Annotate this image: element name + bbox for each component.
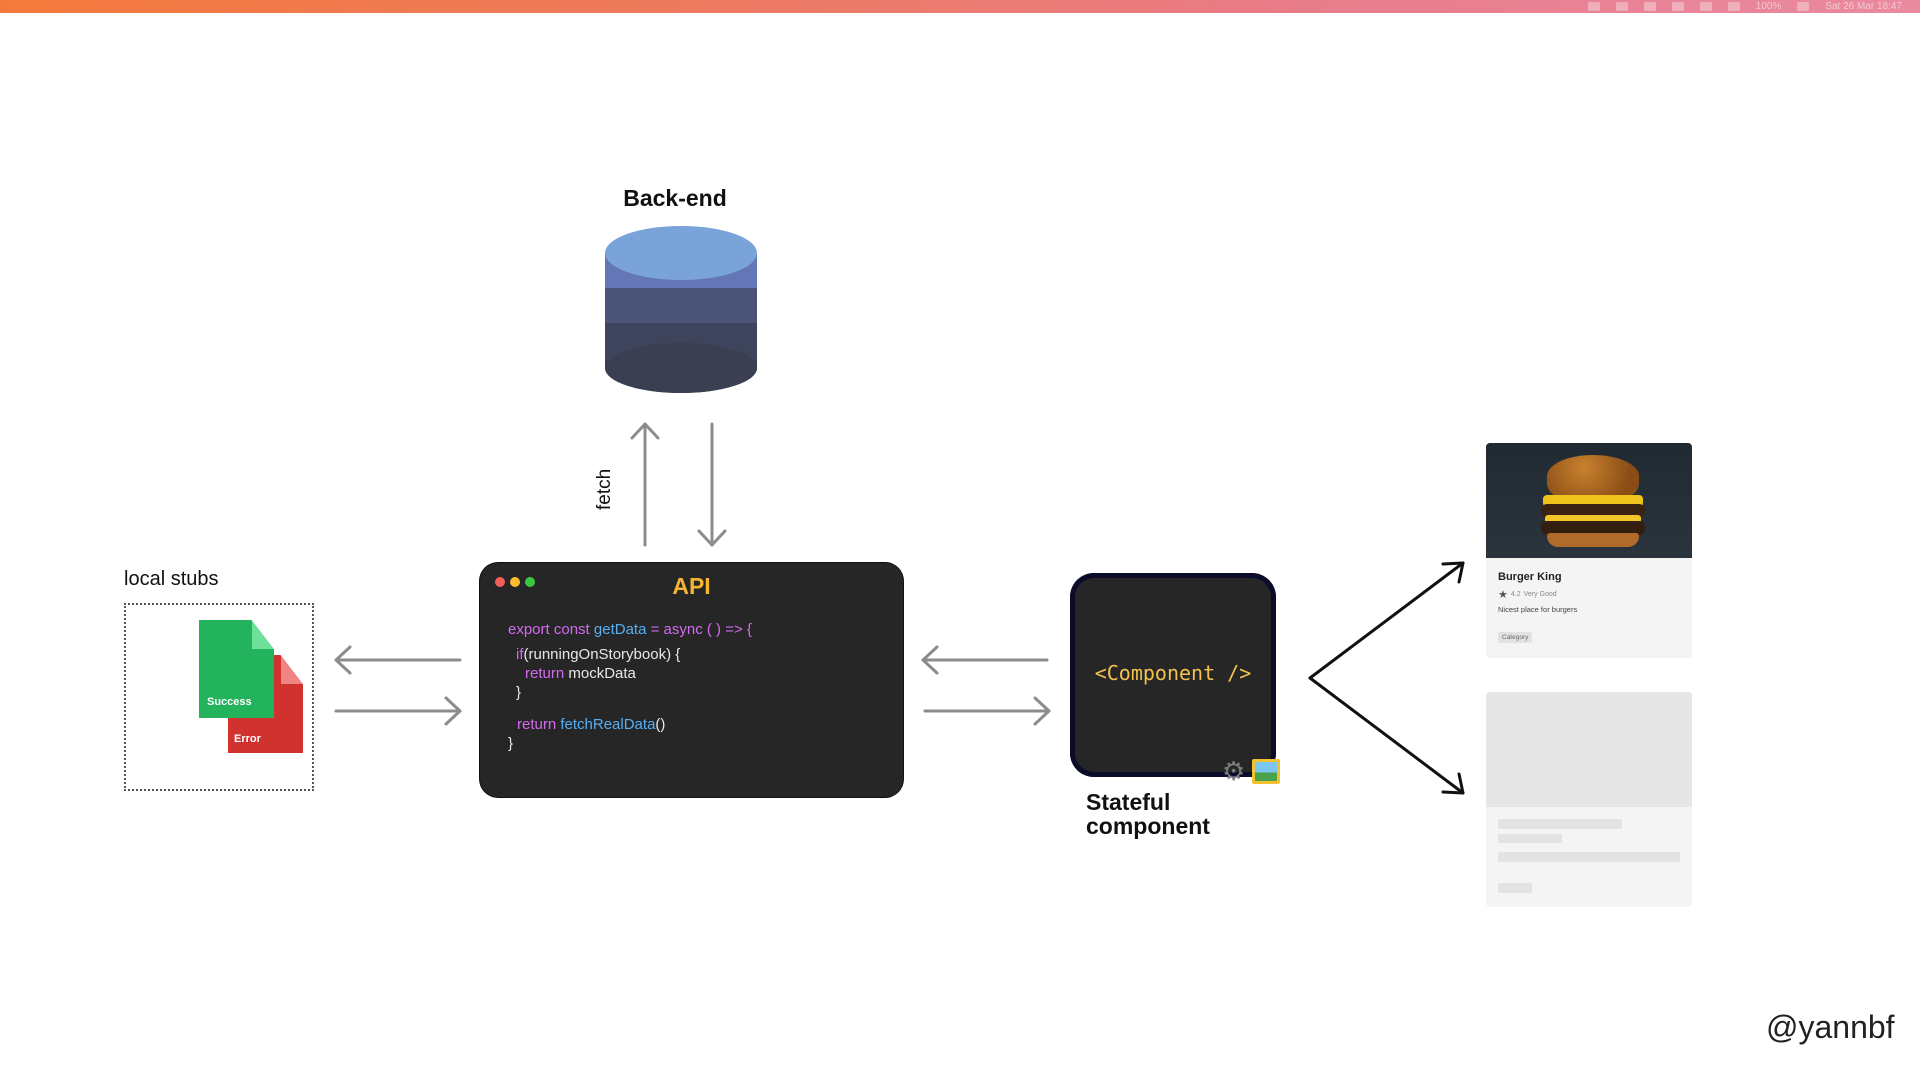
local-stubs-title: local stubs <box>124 568 219 590</box>
local-stubs-box <box>124 603 314 791</box>
window-controls <box>495 577 535 587</box>
maximize-dot-icon <box>525 577 535 587</box>
picture-icon <box>1252 759 1280 784</box>
menubar-tray: 100% Sat 26 Mar 18:47 <box>1587 0 1902 13</box>
restaurant-card: Burger King ★ 4.2 Very Good Nicest place… <box>1486 443 1692 658</box>
card-title: Burger King <box>1498 571 1562 583</box>
code-line-1: export const getData = async ( ) => { <box>508 620 752 639</box>
skeleton-card <box>1486 692 1692 907</box>
minimize-dot-icon <box>510 577 520 587</box>
response-down-arrow <box>697 422 727 547</box>
card-rating: ★ 4.2 Very Good <box>1498 588 1557 601</box>
code-text: mockData <box>564 665 636 682</box>
rating-value: 4.2 <box>1510 591 1521 598</box>
battery-percent: 100% <box>1755 1 1782 12</box>
api-code-block: export const getData = async ( ) => { if… <box>508 620 752 753</box>
display-icon[interactable] <box>1587 2 1600 11</box>
star-icon: ★ <box>1498 589 1508 601</box>
fetch-label: fetch <box>594 468 615 510</box>
component-to-card-arrow <box>1308 561 1465 680</box>
code-text: () <box>655 716 666 733</box>
component-label-line1: Stateful <box>1086 789 1171 815</box>
battery-icon[interactable] <box>1797 2 1810 11</box>
api-title: API <box>672 573 711 599</box>
success-file-label: Success <box>207 696 252 708</box>
code-keyword: return <box>517 716 557 733</box>
backend-title: Back-end <box>623 185 727 211</box>
author-handle: @yannbf <box>1766 1009 1895 1045</box>
success-file-icon: Success <box>199 620 274 718</box>
card-description: Nicest place for burgers <box>1498 605 1578 614</box>
code-line-2: if(runningOnStorybook) { <box>508 645 752 664</box>
database-icon <box>605 226 757 393</box>
component-code-text: <Component /> <box>1094 661 1252 685</box>
component-to-skeleton-arrow <box>1308 676 1465 795</box>
code-line-5: return fetchRealData() <box>508 715 752 734</box>
api-to-component-arrow <box>923 696 1051 726</box>
skeleton-image <box>1486 692 1692 807</box>
code-line-3: return mockData <box>508 664 752 683</box>
cloud-icon[interactable] <box>1671 2 1684 11</box>
component-label-line2: component <box>1086 813 1210 839</box>
code-text: (runningOnStorybook) { <box>523 646 681 663</box>
code-line-6: } <box>508 735 514 752</box>
stubs-to-api-arrow <box>334 696 462 726</box>
wifi-icon[interactable] <box>1727 2 1740 11</box>
component-to-api-arrow <box>921 645 1049 675</box>
api-to-stubs-arrow <box>334 645 462 675</box>
skeleton-line <box>1498 834 1562 843</box>
menubar: 100% Sat 26 Mar 18:47 <box>0 0 1920 13</box>
burger-image <box>1486 443 1692 558</box>
component-card: <Component /> <box>1070 573 1276 777</box>
code-text: = async ( ) => { <box>646 621 752 638</box>
fetch-up-arrow <box>630 422 660 547</box>
code-function: getData <box>593 621 647 638</box>
record-icon[interactable] <box>1615 2 1628 11</box>
skeleton-line <box>1498 852 1680 862</box>
skeleton-line <box>1498 819 1622 829</box>
error-file-label: Error <box>234 733 261 745</box>
code-keyword: if <box>516 646 524 663</box>
code-keyword: export const <box>508 621 594 638</box>
menubar-datetime[interactable]: Sat 26 Mar 18:47 <box>1825 1 1902 12</box>
stateful-component-label: Stateful component <box>1086 790 1210 838</box>
rating-text: Very Good <box>1523 591 1557 598</box>
code-keyword: return <box>525 665 565 682</box>
bluetooth-icon[interactable] <box>1699 2 1712 11</box>
camera-icon[interactable] <box>1643 2 1656 11</box>
api-card: API export const getData = async ( ) => … <box>480 563 903 797</box>
card-tag: Category <box>1498 632 1533 643</box>
skeleton-tag <box>1498 883 1532 893</box>
gear-icon: ⚙ <box>1222 756 1246 786</box>
close-dot-icon <box>495 577 505 587</box>
code-function: fetchRealData <box>556 716 656 733</box>
code-line-4: } <box>516 684 522 701</box>
